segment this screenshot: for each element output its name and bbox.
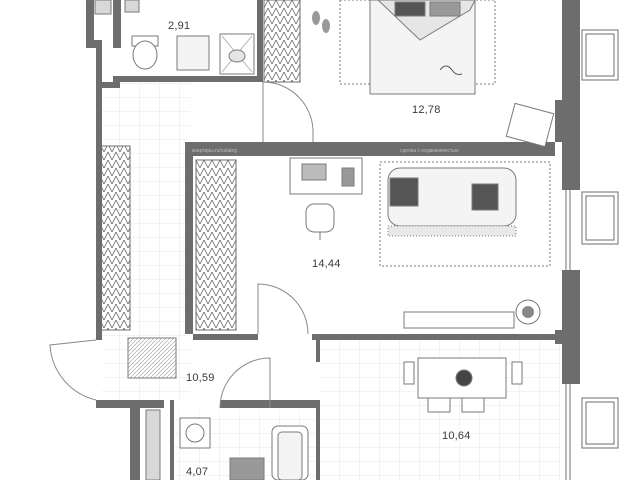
kitchen-door-arc (219, 357, 271, 409)
wardrobe-living (195, 159, 237, 331)
entrance-door-arc (49, 339, 97, 401)
windows (565, 29, 619, 480)
nightstand (505, 102, 555, 148)
hallway-area: 10,59 (186, 372, 215, 384)
bathroom-top-fixtures (94, 0, 301, 83)
ottoman (127, 337, 177, 379)
bathroom-top-area: 2,91 (168, 20, 191, 32)
kitchen-area: 10,64 (442, 430, 471, 442)
sink-bottom (229, 457, 265, 480)
bedroom-area: 12,78 (412, 104, 441, 116)
wardrobe-hall (99, 145, 131, 331)
bathroom-bottom-fixtures (145, 409, 309, 480)
hallway-furniture (127, 337, 177, 379)
desk-chair (305, 203, 335, 233)
watermark-right: сделка с недвижимостью (400, 148, 459, 154)
sink-top (176, 35, 210, 71)
tv-stand (403, 311, 515, 329)
bathroom-bottom-area: 4,07 (186, 466, 209, 478)
watermark-left: квартиры.ru/catalog (192, 148, 238, 154)
living-room-area: 14,44 (312, 258, 341, 270)
living-door-arc (257, 283, 309, 335)
kitchen-furniture (403, 357, 523, 413)
living-room-furniture (99, 145, 551, 331)
bathroom-door-arc (262, 81, 314, 142)
walls (86, 0, 580, 480)
bedroom-furniture (312, 0, 555, 148)
